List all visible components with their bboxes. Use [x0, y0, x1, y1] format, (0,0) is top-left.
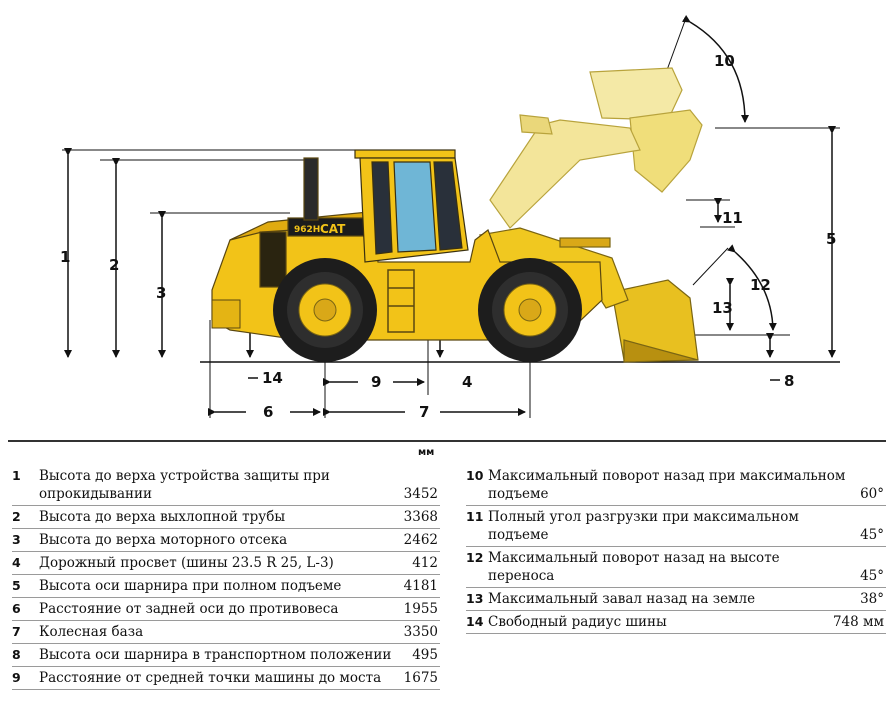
spec-number: 5: [12, 578, 21, 593]
spec-value: 60°: [860, 486, 884, 502]
spec-row: 9 Расстояние от средней точки машины до м…: [12, 667, 440, 690]
rear-wheel: [273, 258, 377, 362]
dim-label-4: 4: [462, 373, 472, 391]
dim-label-14: 14: [262, 369, 283, 387]
spec-description: Полный угол разгрузки при максимальном п…: [488, 509, 799, 543]
spec-value: 3350: [403, 624, 438, 640]
dim-label-11: 11: [722, 209, 743, 227]
spec-row: 6 Расстояние от задней оси до противовеса…: [12, 598, 440, 621]
spec-row: 8 Высота оси шарнира в транспортном полож…: [12, 644, 440, 667]
table-top-rule: [8, 440, 886, 442]
spec-value: 45°: [860, 568, 884, 584]
spec-value: 412: [412, 555, 438, 571]
spec-value: 1955: [403, 601, 438, 617]
spec-row: 3 Высота до верха моторного отсека 2462: [12, 529, 440, 552]
loader-cab: [354, 149, 469, 263]
spec-row: 14 Свободный радиус шины 748 мм: [466, 611, 886, 634]
spec-number: 10: [466, 468, 484, 483]
spec-description: Максимальный завал назад на земле: [488, 591, 756, 607]
spec-description: Расстояние от задней оси до противовеса: [39, 601, 339, 617]
spec-table-right: 10 Максимальный поворот назад при максима…: [466, 465, 886, 634]
spec-row: 7 Колесная база 3350: [12, 621, 440, 644]
spec-number: 13: [466, 591, 484, 606]
dim-label-10: 10: [714, 52, 735, 70]
dim-label-1: 1: [60, 248, 70, 266]
counterweight: [211, 299, 241, 329]
spec-description: Дорожный просвет (шины 23.5 R 25, L-3): [39, 555, 334, 571]
spec-value: 495: [412, 647, 438, 663]
spec-number: 7: [12, 624, 21, 639]
angle-arcs: [681, 14, 777, 331]
spec-value: 3452: [403, 486, 438, 502]
spec-description: Высота до верха устройства защиты при оп…: [39, 468, 330, 502]
spec-number: 12: [466, 550, 484, 565]
spec-value: 748 мм: [832, 614, 884, 630]
front-wheel: [478, 258, 582, 362]
spec-description: Расстояние от средней точки машины до мо…: [39, 670, 382, 686]
brand-logo: CAT: [320, 222, 346, 236]
unit-label: мм: [418, 447, 435, 458]
spec-value: 3368: [403, 509, 438, 525]
dim-label-9: 9: [371, 373, 381, 391]
spec-description: Высота оси шарнира в транспортном положе…: [39, 647, 392, 663]
spec-row: 11 Полный угол разгрузки при максимальном…: [466, 506, 886, 547]
spec-number: 8: [12, 647, 21, 662]
lowered-bucket: [611, 279, 699, 363]
dim-label-6: 6: [263, 403, 273, 421]
spec-row: 4 Дорожный просвет (шины 23.5 R 25, L-3) 4…: [12, 552, 440, 575]
spec-value: 38°: [860, 591, 884, 607]
raised-bucket-outline: [489, 67, 703, 229]
spec-row: 12 Максимальный поворот назад на высоте п…: [466, 547, 886, 588]
spec-value: 45°: [860, 527, 884, 543]
dim-label-5: 5: [826, 230, 836, 248]
spec-number: 3: [12, 532, 21, 547]
dim-label-8: 8: [784, 372, 794, 390]
spec-number: 2: [12, 509, 21, 524]
spec-value: 1675: [403, 670, 438, 686]
spec-description: Высота до верха моторного отсека: [39, 532, 288, 548]
dim-label-13: 13: [712, 299, 733, 317]
spec-number: 9: [12, 670, 21, 685]
spec-number: 14: [466, 614, 484, 629]
spec-number: 6: [12, 601, 21, 616]
model-label: 962H: [294, 225, 320, 235]
spec-description: Максимальный поворот назад на высоте пер…: [488, 550, 780, 584]
spec-description: Высота оси шарнира при полном подъеме: [39, 578, 342, 594]
spec-number: 4: [12, 555, 21, 570]
spec-description: Максимальный поворот назад при максималь…: [488, 468, 846, 502]
spec-table-left: 1 Высота до верха устройства защиты при о…: [12, 465, 440, 690]
spec-row: 1 Высота до верха устройства защиты при о…: [12, 465, 440, 506]
spec-description: Свободный радиус шины: [488, 614, 667, 630]
dim-label-3: 3: [156, 284, 166, 302]
spec-value: 2462: [403, 532, 438, 548]
dim-label-7: 7: [419, 403, 429, 421]
dim-label-2: 2: [109, 256, 119, 274]
loader-dimension-diagram: 962H CAT 1 2 3 4 5 6 7 8 9 10 11 12 13 1…: [60, 14, 840, 421]
spec-description: Колесная база: [39, 624, 144, 640]
dim-label-12: 12: [750, 276, 771, 294]
spec-row: 13 Максимальный завал назад на земле 38°: [466, 588, 886, 611]
spec-value: 4181: [403, 578, 438, 594]
spec-number: 11: [466, 509, 484, 524]
ladder: [387, 269, 415, 333]
spec-row: 2 Высота до верха выхлопной трубы 3368: [12, 506, 440, 529]
spec-description: Высота до верха выхлопной трубы: [39, 509, 286, 525]
spec-number: 1: [12, 468, 21, 483]
spec-row: 5 Высота оси шарнира при полном подъеме 41…: [12, 575, 440, 598]
spec-row: 10 Максимальный поворот назад при максима…: [466, 465, 886, 506]
